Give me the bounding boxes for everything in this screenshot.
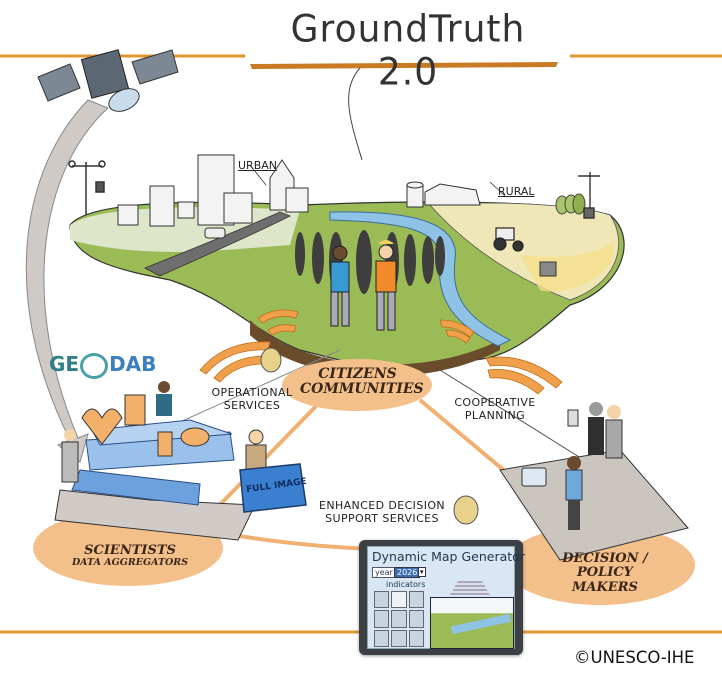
year-label: year xyxy=(372,567,396,578)
label-line: COMMUNITIES xyxy=(300,381,424,398)
dynamic-map-generator-tablet: Dynamic Map Generator year 2026 ▾ indica… xyxy=(359,540,525,655)
signal-waves xyxy=(199,309,563,395)
label-line: COOPERATIVE xyxy=(454,396,536,409)
map-generator-screen: Dynamic Map Generator year 2026 ▾ indica… xyxy=(367,546,525,649)
rural-trees xyxy=(555,193,586,215)
speech-bubble-icon xyxy=(180,427,210,447)
road xyxy=(144,211,291,277)
label-line: ENHANCED DECISION xyxy=(318,499,446,512)
tractor-icon xyxy=(493,227,524,252)
indicator-tile[interactable] xyxy=(408,591,424,609)
indicator-grid xyxy=(374,591,424,647)
title-underline xyxy=(250,62,558,69)
indicator-tile[interactable] xyxy=(374,629,390,647)
label-line: SUPPORT SERVICES xyxy=(325,511,439,525)
decision-platform xyxy=(499,449,689,561)
scientists-label: SCIENTISTS DATA AGGREGATORS xyxy=(65,543,195,569)
indicator-tile[interactable] xyxy=(374,610,390,628)
indicator-tile[interactable] xyxy=(391,629,407,647)
building-block-icon xyxy=(124,394,146,426)
operational-services-label: OPERATIONAL SERVICES xyxy=(204,386,300,412)
label-line: OPERATIONAL xyxy=(211,386,293,399)
label-line: SCIENTISTS xyxy=(84,543,176,558)
heart-icon xyxy=(81,408,123,445)
phone-icon xyxy=(157,431,173,457)
decision-maker-figures xyxy=(565,402,623,530)
indicator-tile[interactable] xyxy=(408,629,424,647)
citizens-blob xyxy=(282,359,432,411)
farm-buildings xyxy=(406,181,481,208)
indicator-tile[interactable] xyxy=(408,610,424,628)
indicators-label: indicators xyxy=(386,580,426,589)
urban-label: URBAN xyxy=(238,159,277,172)
rural-label: RURAL xyxy=(498,185,535,198)
river xyxy=(329,211,512,347)
urban-buildings xyxy=(117,154,309,227)
phone-icon xyxy=(567,409,579,427)
logo-text-left: GE xyxy=(49,352,80,376)
indicator-tile[interactable] xyxy=(391,610,407,628)
map-stack-icon xyxy=(450,581,490,595)
satellite-icon xyxy=(37,49,179,112)
tablet-icon xyxy=(521,467,547,487)
map-river xyxy=(450,613,512,635)
geodab-logo: GE DAB xyxy=(49,352,156,379)
citizen-figure-orange xyxy=(375,240,397,331)
rural-weather-station-icon xyxy=(578,172,600,219)
full-image-card xyxy=(239,463,307,513)
indicator-tile[interactable] xyxy=(374,591,390,609)
map-preview xyxy=(430,597,514,649)
year-dropdown-icon[interactable]: ▾ xyxy=(418,567,426,577)
scientists-platform xyxy=(54,489,256,541)
scientist-figures xyxy=(61,381,267,483)
label-line: DATA AGGREGATORS xyxy=(71,557,189,569)
car-icon xyxy=(204,227,226,239)
cooperative-planning-label: COOPERATIVE PLANNING xyxy=(440,396,550,422)
logo-text-right: DAB xyxy=(109,352,157,376)
sensor-box xyxy=(539,261,557,277)
data-flow-arrow xyxy=(25,99,109,463)
label-line: CITIZENS xyxy=(318,366,397,382)
label-line: DECISION / xyxy=(562,551,648,566)
enhanced-decision-support-label: ENHANCED DECISION SUPPORT SERVICES xyxy=(302,499,462,525)
label-line: SERVICES xyxy=(223,398,281,412)
citizens-communities-label: CITIZENS COMMUNITIES xyxy=(300,366,424,398)
page-title: GroundTruth 2.0 xyxy=(290,7,526,95)
label-line: PLANNING xyxy=(464,408,526,422)
coin-icon xyxy=(260,347,282,373)
logo-ring-icon xyxy=(80,352,109,379)
year-select[interactable]: 2026 xyxy=(394,567,421,578)
coin-icon xyxy=(453,495,479,525)
copyright-notice: ©UNESCO-IHE xyxy=(574,648,695,667)
citizen-figure-blue xyxy=(330,245,350,327)
decision-policy-makers-label: DECISION / POLICY MAKERS xyxy=(545,551,665,595)
map-generator-title: Dynamic Map Generator xyxy=(372,549,525,564)
label-line: POLICY MAKERS xyxy=(572,565,638,595)
indicator-tile[interactable] xyxy=(391,591,407,609)
